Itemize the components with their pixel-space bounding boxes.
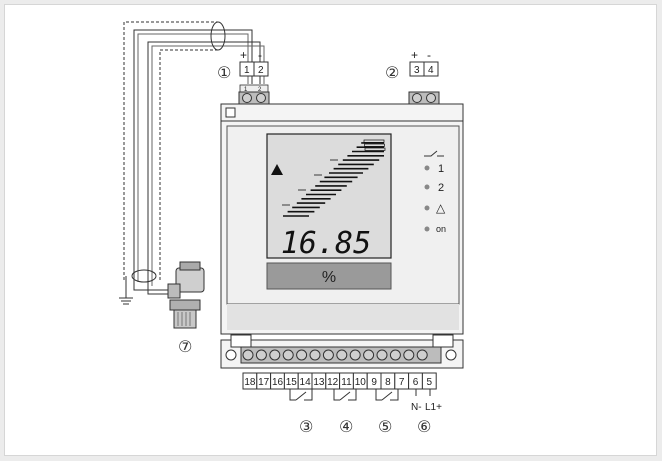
terminal-number: 16 xyxy=(272,377,284,388)
indicator-panel: 1 2 △ on xyxy=(424,150,446,234)
callout-2: ② xyxy=(385,63,399,82)
bar-graph xyxy=(282,139,386,217)
mount-screw-right-icon xyxy=(445,349,457,361)
terminal-screw-icon xyxy=(282,349,294,361)
terminal-number: 13 xyxy=(313,377,325,388)
led-alarm xyxy=(424,205,430,211)
mini-label-2: 2 xyxy=(258,87,262,93)
terminal-screw-icon xyxy=(349,349,361,361)
terminal-number: 8 xyxy=(385,377,391,388)
terminal-screw-icon xyxy=(336,349,348,361)
bar-segment-empty xyxy=(363,139,385,143)
terminal-number: 17 xyxy=(258,377,270,388)
mini-label-1: 1 xyxy=(244,87,248,93)
minus-sign-out: - xyxy=(427,48,431,62)
terminal-number: 6 xyxy=(413,377,419,388)
label-alarm-icon: △ xyxy=(436,201,446,215)
terminal-screw-icon xyxy=(376,349,388,361)
terminal-3-label: 3 xyxy=(414,65,420,76)
bottom-terminal-strip xyxy=(220,334,464,369)
lcd-display: 16.85 xyxy=(266,133,392,261)
power-output-terminal: + - 3 4 xyxy=(408,48,440,105)
bar-segment-empty xyxy=(364,143,385,147)
plus-sign-in: + xyxy=(240,48,247,62)
terminal-number: 14 xyxy=(300,377,312,388)
terminal-screw-icon xyxy=(296,349,308,361)
callout-7: ⑦ xyxy=(178,337,192,356)
label-on: on xyxy=(436,224,446,234)
terminal-screw-icon xyxy=(309,349,321,361)
terminal-screw-icon xyxy=(403,349,415,361)
unit-label-box: % xyxy=(266,262,392,290)
terminal-screw-icon xyxy=(363,349,375,361)
terminal-1-label: 1 xyxy=(244,65,250,76)
supply-neutral-label: N- xyxy=(411,402,422,413)
led-relay-1 xyxy=(424,165,430,171)
label-relay-2: 2 xyxy=(438,182,444,194)
pressure-sensor xyxy=(167,261,205,329)
terminal-number: 9 xyxy=(371,377,377,388)
housing-latch-icon xyxy=(225,107,236,118)
terminal-2-label: 2 xyxy=(258,65,264,76)
terminal-number: 7 xyxy=(399,377,405,388)
terminal-4-label: 4 xyxy=(428,65,434,76)
switch-contact-icon xyxy=(424,150,444,157)
terminal-screw-icon xyxy=(416,349,428,361)
supply-line-label: L1+ xyxy=(425,402,442,413)
relay-contact-symbols xyxy=(289,389,431,401)
callout-1: ① xyxy=(217,63,231,82)
terminal-screw-icon xyxy=(242,349,254,361)
terminal-number: 10 xyxy=(355,377,367,388)
plus-sign-out: + xyxy=(411,48,418,62)
power-input-terminal: + - 1 2 1 2 xyxy=(238,48,270,105)
label-relay-1: 1 xyxy=(438,163,444,175)
terminal-number: 18 xyxy=(244,377,256,388)
terminal-screw-icon xyxy=(269,349,281,361)
terminal-screws xyxy=(242,349,428,361)
terminal-screw-icon xyxy=(255,349,267,361)
mount-screw-left-icon xyxy=(225,349,237,361)
measured-value: 16.85 xyxy=(281,226,371,261)
terminal-number: 5 xyxy=(427,377,433,388)
callout-3: ③ xyxy=(299,417,313,436)
unit-label: % xyxy=(322,269,336,286)
callout-4: ④ xyxy=(339,417,353,436)
callout-5: ⑤ xyxy=(378,417,392,436)
callout-6: ⑥ xyxy=(417,417,431,436)
terminal-number: 11 xyxy=(341,377,352,388)
led-relay-2 xyxy=(424,184,430,190)
terminal-screw-icon xyxy=(322,349,334,361)
triangle-pointer-icon xyxy=(271,164,283,175)
minus-sign-in: - xyxy=(258,48,262,62)
terminal-number: 12 xyxy=(327,377,339,388)
led-power-on xyxy=(424,226,430,232)
bar-segment-empty xyxy=(364,147,386,151)
terminal-number-box xyxy=(421,372,437,390)
terminal-number: 15 xyxy=(286,377,298,388)
terminal-screw-icon xyxy=(389,349,401,361)
